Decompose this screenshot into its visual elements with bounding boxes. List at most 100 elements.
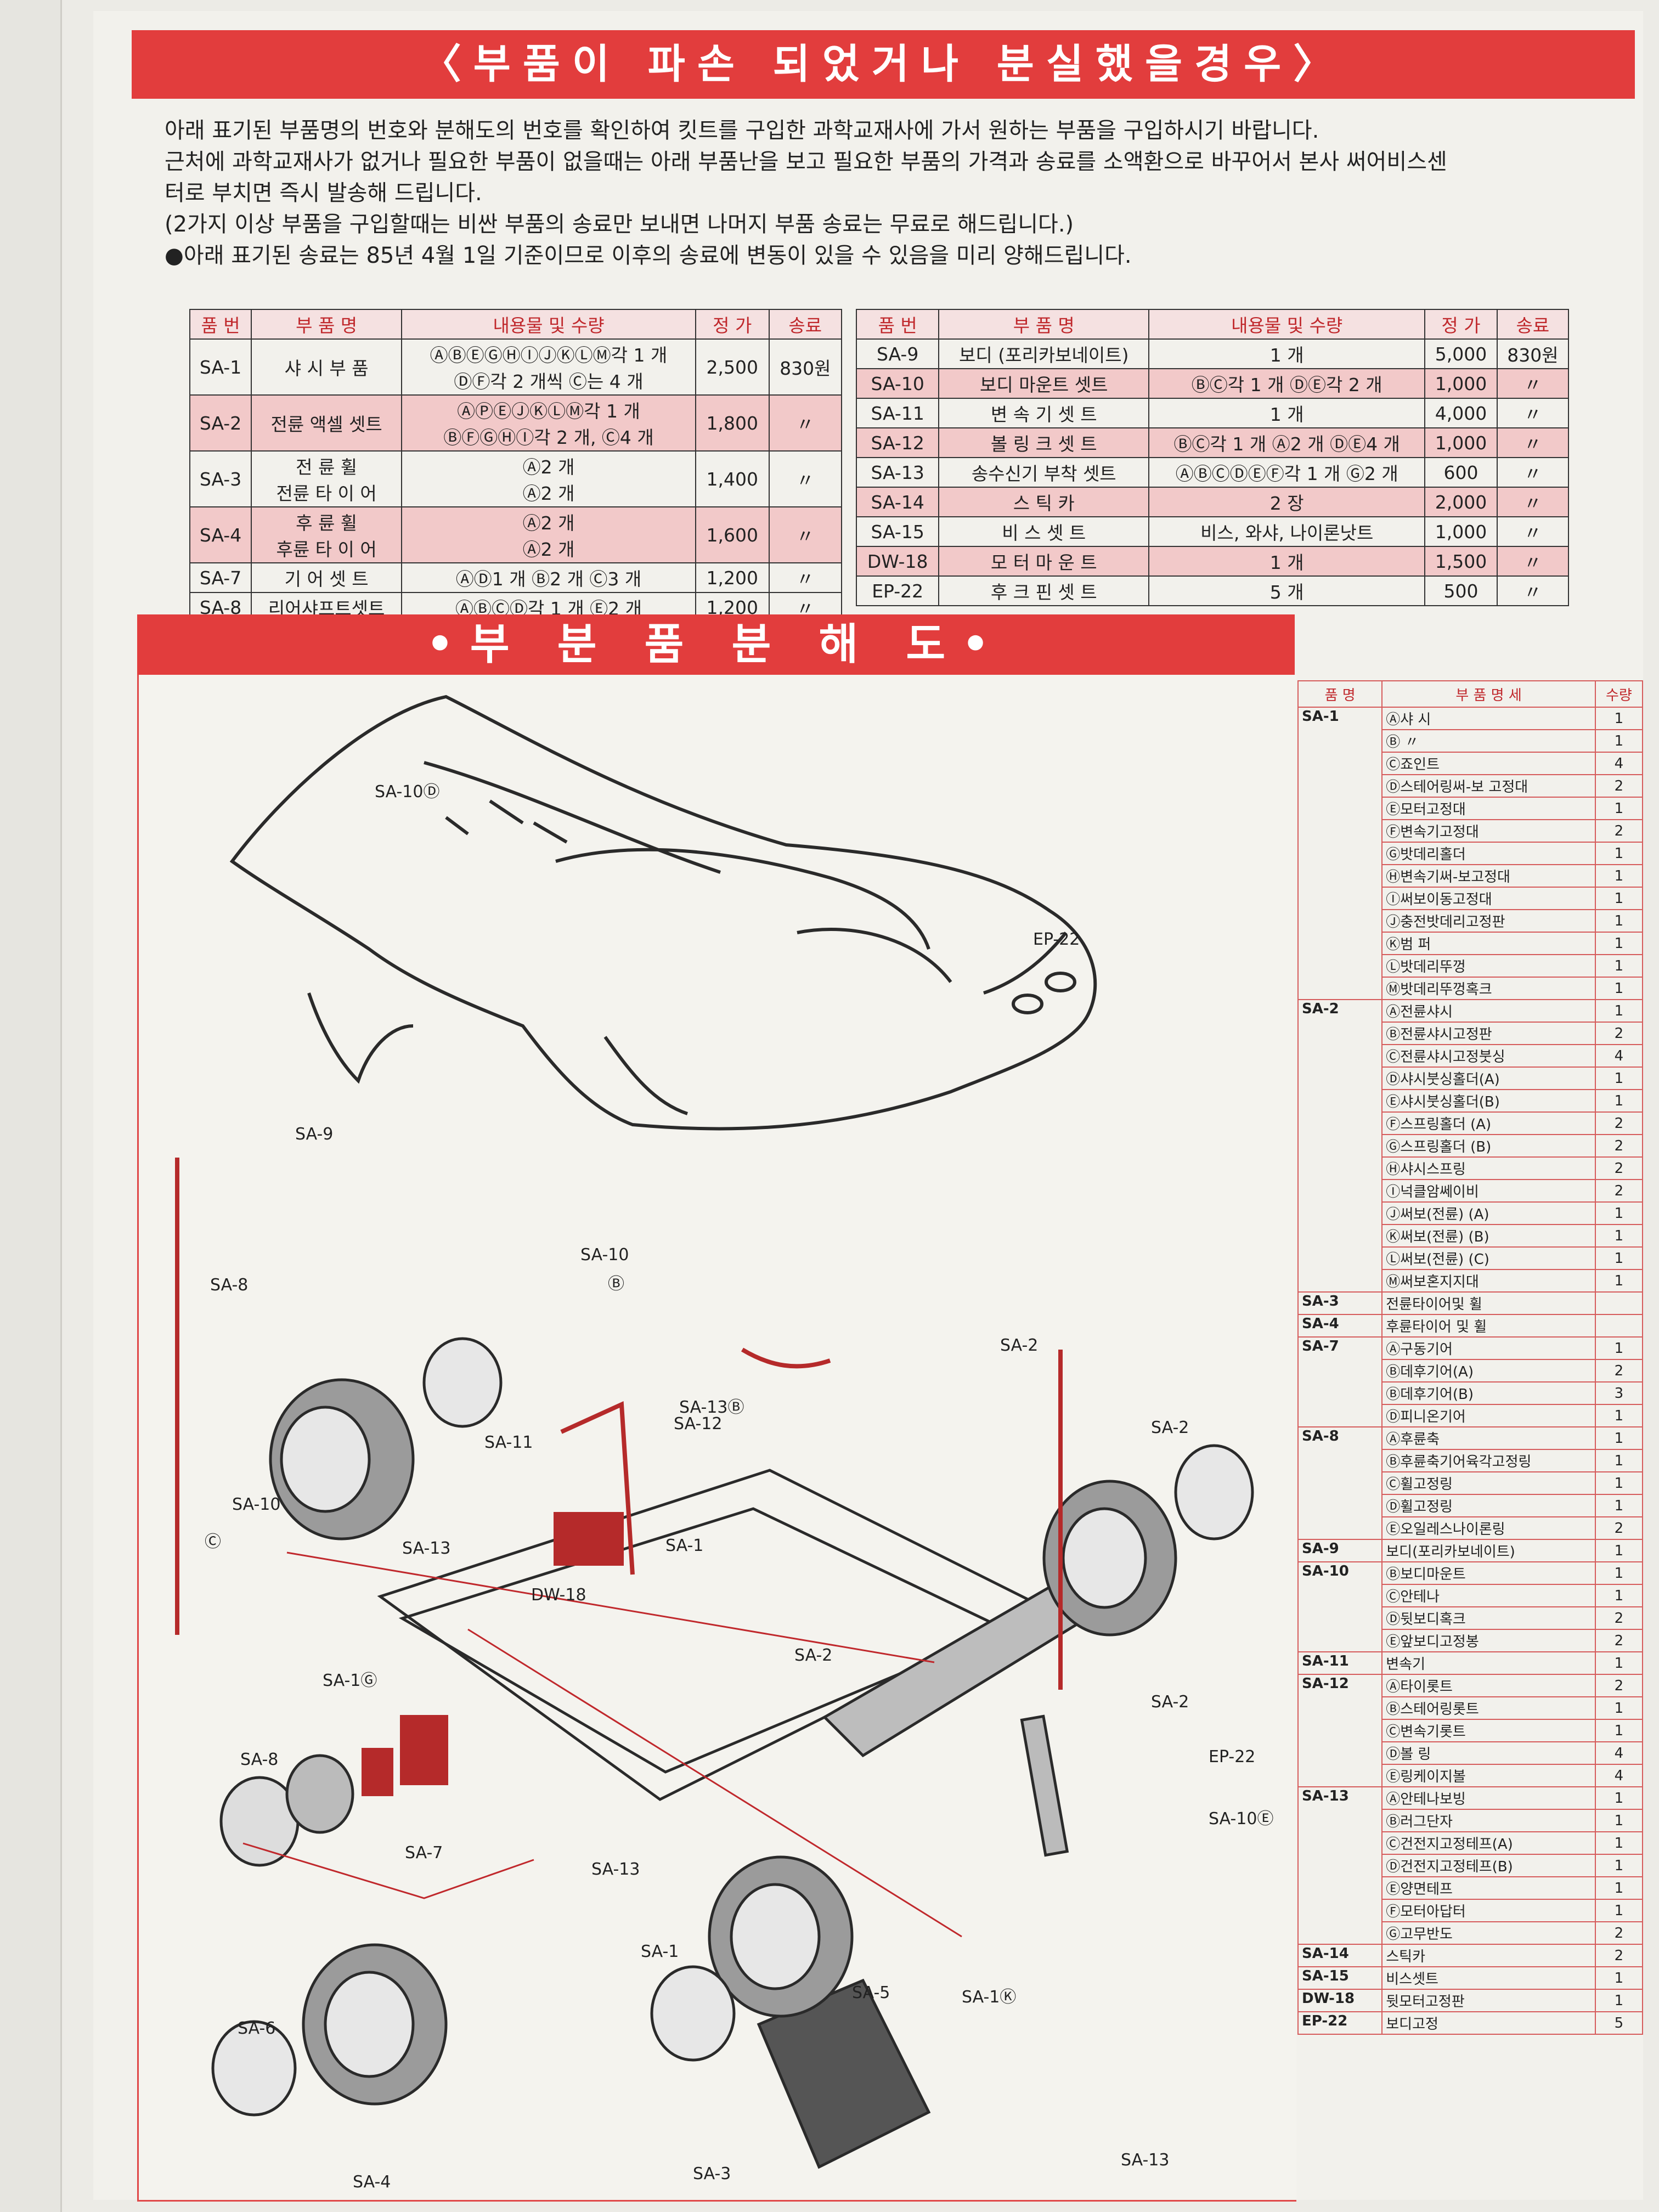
list-item: Ⓓ샤시붓싱홀더(A)1 <box>1298 1066 1644 1090</box>
column-header: 정 가 <box>695 309 770 340</box>
item-name: Ⓑ보디마운트 <box>1381 1561 1596 1585</box>
part-code: SA-7 <box>189 562 252 593</box>
label-ep22-top: EP-22 <box>1033 930 1080 949</box>
item-name: Ⓓ스테어링써-보 고정대 <box>1381 774 1596 798</box>
intro-line-5: ●아래 표기된 송료는 85년 4월 1일 기준이므로 이후의 송료에 변동이 … <box>165 243 1132 268</box>
item-qty: 1 <box>1594 1246 1644 1270</box>
label-sa9: SA-9 <box>295 1125 334 1144</box>
list-item: Ⓑ데후기어(A)2 <box>1298 1359 1644 1383</box>
item-name: 뒷모터고정판 <box>1381 1989 1596 2012</box>
item-name: 변속기 <box>1381 1651 1596 1675</box>
item-qty: 2 <box>1594 1359 1644 1383</box>
item-name: Ⓐ후륜축 <box>1381 1426 1596 1450</box>
group-code: SA-4 <box>1297 1314 1383 1338</box>
group-code: SA-8 <box>1297 1426 1383 1540</box>
list-item: Ⓓ건전지고정테프(B)1 <box>1298 1854 1644 1877</box>
list-item: Ⓔ샤시붓싱홀더(B)1 <box>1298 1089 1644 1113</box>
item-qty: 2 <box>1594 1674 1644 1697</box>
item-qty: 2 <box>1594 1156 1644 1180</box>
item-name: Ⓐ샤 시 <box>1381 707 1596 730</box>
group-code: SA-15 <box>1297 1966 1383 1990</box>
part-price: 1,800 <box>695 394 770 452</box>
column-header: 송료 <box>768 309 843 340</box>
label-sa4: SA-4 <box>353 2172 391 2192</box>
label-sa2-top: SA-2 <box>1000 1336 1039 1355</box>
chassis-illustration <box>377 1469 1107 2169</box>
label-sa10c-letter: Ⓒ <box>205 1532 221 1551</box>
item-qty: 1 <box>1594 1561 1644 1585</box>
item-qty: 2 <box>1594 1022 1644 1045</box>
group-code: DW-18 <box>1297 1989 1383 2012</box>
part-price: 5,000 <box>1424 338 1498 369</box>
label-sa2-right: SA-2 <box>1151 1418 1189 1437</box>
item-name: 전륜타이어및 휠 <box>1381 1291 1596 1315</box>
item-qty: 2 <box>1594 819 1644 843</box>
part-code: SA-15 <box>855 516 940 547</box>
item-qty: 2 <box>1594 1921 1644 1945</box>
column-header: 내용물 및 수량 <box>1148 309 1426 340</box>
item-qty: 2 <box>1594 1179 1644 1203</box>
item-name: Ⓒ죠인트 <box>1381 752 1596 775</box>
item-qty <box>1594 1291 1644 1315</box>
item-name: 비스셋트 <box>1381 1966 1596 1990</box>
item-qty: 1 <box>1594 954 1644 978</box>
item-name: Ⓑ후륜축기어육각고정링 <box>1381 1449 1596 1472</box>
item-qty: 1 <box>1594 1854 1644 1877</box>
group-code: SA-1 <box>1297 707 1383 1000</box>
item-name: Ⓑ 〃 <box>1381 729 1596 753</box>
item-name: Ⓙ써보(전륜) (A) <box>1381 1201 1596 1225</box>
item-name: Ⓜ써보혼지지대 <box>1381 1269 1596 1293</box>
item-qty: 1 <box>1594 1876 1644 1900</box>
part-price: 4,000 <box>1424 398 1498 428</box>
wheels-illustration <box>211 1337 1254 2117</box>
label-sa3: SA-3 <box>693 2164 731 2183</box>
item-name: Ⓔ오일레스나이론링 <box>1381 1516 1596 1540</box>
item-name: Ⓔ모터고정대 <box>1381 797 1596 820</box>
list-item: Ⓕ스프링홀더 (A)2 <box>1298 1111 1644 1135</box>
part-name: 변 속 기 셋 트 <box>938 398 1150 428</box>
item-qty: 2 <box>1594 774 1644 798</box>
part-postage: 〃 <box>1496 487 1570 517</box>
part-contents: ⒷⒸ각 1 개 Ⓐ2 개 ⒹⒺ4 개 <box>1148 427 1426 458</box>
item-name: Ⓖ스프링홀더 (B) <box>1381 1134 1596 1158</box>
part-postage: 〃 <box>1496 575 1570 606</box>
label-sa8-top: SA-8 <box>210 1276 249 1295</box>
part-contents: 2 장 <box>1148 487 1426 517</box>
label-sa7: SA-7 <box>405 1843 443 1863</box>
label-sa10c: SA-10 <box>232 1495 281 1514</box>
item-qty: 1 <box>1594 1966 1644 1990</box>
part-contents: 비스, 와샤, 나이론낫트 <box>1148 516 1426 547</box>
item-name: Ⓒ건전지고정테프(A) <box>1381 1831 1596 1855</box>
part-name: 보디 마운트 셋트 <box>938 368 1150 399</box>
item-name: Ⓐ전륜샤시 <box>1381 999 1596 1023</box>
item-qty: 1 <box>1594 909 1644 933</box>
item-name: Ⓛ써보(전륜) (C) <box>1381 1246 1596 1270</box>
label-sa6: SA-6 <box>238 2019 276 2038</box>
part-code: SA-9 <box>855 338 940 369</box>
label-sa11: SA-11 <box>484 1433 533 1452</box>
item-name: Ⓐ안테나보빙 <box>1381 1786 1596 1810</box>
item-name: Ⓕ모터아답터 <box>1381 1899 1596 1922</box>
part-postage: 〃 <box>768 562 843 593</box>
item-name: Ⓚ써보(전륜) (B) <box>1381 1224 1596 1248</box>
item-qty: 1 <box>1594 1719 1644 1742</box>
